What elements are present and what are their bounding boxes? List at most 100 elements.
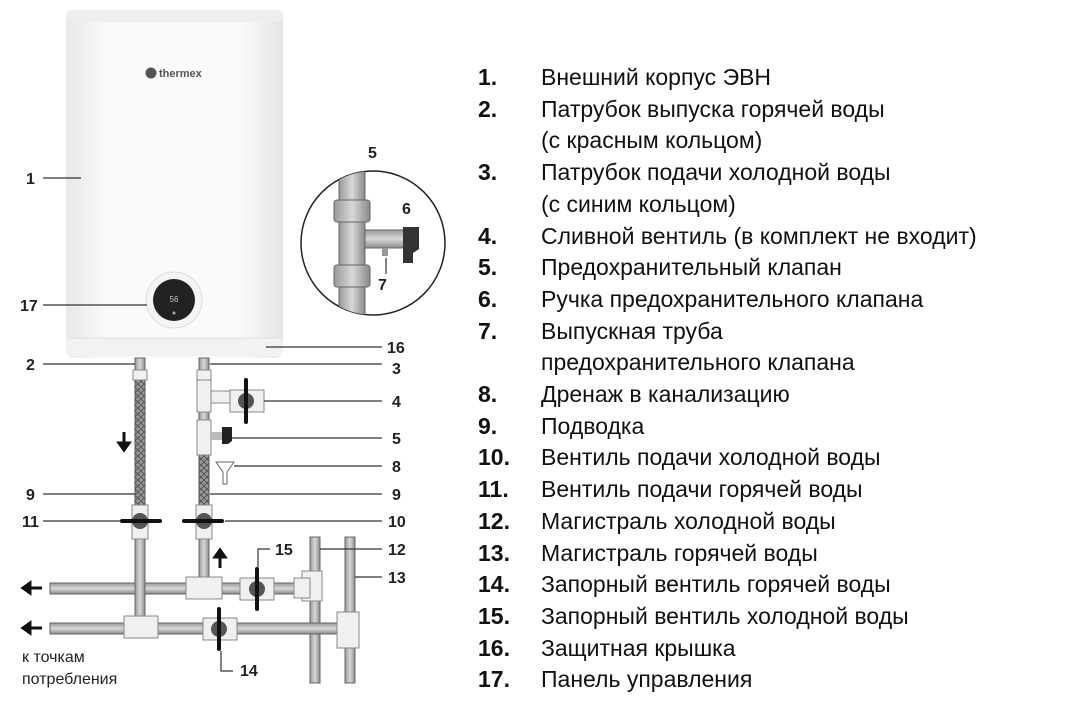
callout-15: 15 bbox=[275, 542, 293, 559]
valve-14 bbox=[202, 607, 238, 651]
legend-item: 16. Защитная крышка bbox=[478, 633, 977, 665]
callout-11: 11 bbox=[22, 514, 39, 531]
valve-handle-icon bbox=[403, 227, 419, 263]
callout-17: 17 bbox=[20, 298, 38, 315]
legend-text: Запорный вентиль холодной воды bbox=[541, 602, 909, 629]
legend-item: 13.Магистраль горячей воды bbox=[478, 538, 977, 570]
legend-text: предохранительного клапана bbox=[541, 349, 855, 376]
legend-text: Защитная крышка bbox=[541, 634, 736, 661]
legend-number: 13. bbox=[478, 539, 510, 566]
valve-11 bbox=[120, 504, 162, 540]
callout-14: 14 bbox=[240, 663, 258, 680]
legend-text: Вентиль подачи горячей воды bbox=[541, 476, 863, 503]
legend-number: 5. bbox=[478, 254, 498, 281]
legend-number bbox=[478, 189, 541, 221]
legend-number bbox=[478, 347, 541, 379]
legend-item: 8. Дренаж в канализацию bbox=[478, 379, 977, 411]
callout-7: 7 bbox=[378, 277, 387, 294]
heater-body bbox=[66, 10, 283, 358]
legend-item: 5. Предохранительный клапан bbox=[478, 252, 977, 284]
valve-10 bbox=[182, 504, 224, 540]
legend-text: Подводка bbox=[541, 412, 645, 439]
callout-5-inset: 5 bbox=[368, 145, 377, 162]
flex-hose-hot bbox=[134, 374, 146, 506]
legend-number: 17. bbox=[478, 666, 510, 693]
legend-text: Дренаж в канализацию bbox=[541, 381, 790, 408]
legend-item: 15. Запорный вентиль холодной воды bbox=[478, 601, 977, 633]
arrow-left-icon bbox=[20, 580, 42, 596]
installation-illustration: thermex 56 1 17 16 5 6 7 2 3 4 5 8 9 9 1… bbox=[20, 10, 446, 688]
legend-text: (с красным кольцом) bbox=[541, 127, 763, 154]
legend-text: Запорный вентиль горячей воды bbox=[541, 571, 891, 598]
legend-number: 10. bbox=[478, 444, 510, 471]
legend-number: 15. bbox=[478, 602, 510, 629]
consumer-note-line2: потребления bbox=[22, 671, 117, 688]
legend-item: 17. Панель управления bbox=[478, 664, 977, 696]
callout-8: 8 bbox=[392, 459, 401, 476]
arrow-down-icon bbox=[116, 432, 132, 453]
legend-text: Выпускная труба bbox=[541, 317, 723, 344]
legend-number: 2. bbox=[478, 95, 498, 122]
legend-number: 1. bbox=[478, 64, 498, 90]
legend-item: 4. Сливной вентиль (в комплект не входит) bbox=[478, 221, 977, 253]
legend-item: 9. Подводка bbox=[478, 411, 977, 443]
callout-16: 16 bbox=[387, 340, 405, 357]
legend-number: 3. bbox=[478, 159, 498, 186]
legend-number bbox=[478, 125, 541, 157]
legend-item: 1. Внешний корпус ЭВН bbox=[478, 62, 977, 94]
legend-number: 7. bbox=[478, 317, 498, 344]
display-value: 56 bbox=[170, 295, 179, 304]
legend-item: 11. Вентиль подачи горячей воды bbox=[478, 474, 977, 506]
callout-3: 3 bbox=[392, 361, 401, 378]
callout-10: 10 bbox=[388, 514, 406, 531]
safety-valve-inset bbox=[300, 170, 446, 316]
legend-text: Вентиль подачи холодной воды bbox=[541, 444, 881, 471]
legend-text: Сливной вентиль (в комплект не входит) bbox=[541, 222, 977, 249]
arrow-left-icon bbox=[20, 620, 42, 636]
legend-text: Ручка предохранительного клапана bbox=[541, 285, 924, 312]
legend-text: Патрубок подачи холодной воды bbox=[541, 159, 891, 186]
cold-main-pipe bbox=[309, 536, 321, 684]
drain-funnel-icon bbox=[215, 461, 235, 485]
legend-number: 11. bbox=[478, 476, 509, 503]
legend-text: Панель управления bbox=[541, 666, 753, 693]
legend-number: 9. bbox=[478, 412, 498, 439]
legend-item: 6. Ручка предохранительного клапана bbox=[478, 284, 977, 316]
svg-text:thermex: thermex bbox=[159, 68, 203, 80]
callout-4: 4 bbox=[392, 394, 401, 411]
legend-list: 1. Внешний корпус ЭВН 2. Патрубок выпуска г… bbox=[478, 62, 977, 696]
legend-item: 7. Выпускная труба bbox=[478, 316, 977, 348]
callout-5: 5 bbox=[392, 431, 401, 448]
legend-item: 3. Патрубок подачи холодной воды bbox=[478, 157, 977, 189]
legend-text: Внешний корпус ЭВН bbox=[541, 64, 772, 90]
callout-6: 6 bbox=[402, 201, 411, 218]
legend-item: 14.Запорный вентиль горячей воды bbox=[478, 569, 977, 601]
valve-15 bbox=[239, 567, 275, 611]
callout-9-right: 9 bbox=[392, 487, 401, 504]
control-panel: 56 bbox=[145, 271, 203, 329]
legend-item: 2. Патрубок выпуска горячей воды bbox=[478, 94, 977, 126]
thermex-logo: thermex bbox=[145, 67, 203, 80]
legend-item: предохранительного клапана bbox=[478, 347, 977, 379]
legend-text: Предохранительный клапан bbox=[541, 254, 842, 281]
callout-13: 13 bbox=[388, 570, 406, 587]
callout-9-left: 9 bbox=[26, 487, 35, 504]
legend-text: Магистраль холодной воды bbox=[541, 507, 836, 534]
flex-hose-cold bbox=[198, 454, 210, 506]
callout-2: 2 bbox=[26, 357, 35, 374]
legend-number: 16. bbox=[478, 634, 510, 661]
legend-item: (с красным кольцом) bbox=[478, 125, 977, 157]
legend-number: 8. bbox=[478, 381, 498, 408]
legend-text: (с синим кольцом) bbox=[541, 190, 736, 217]
callout-12: 12 bbox=[388, 542, 406, 559]
legend-number: 12. bbox=[478, 507, 510, 534]
arrow-up-icon bbox=[212, 547, 228, 568]
consumer-note-line1: к точкам bbox=[22, 649, 85, 666]
legend-item: 10. Вентиль подачи холодной воды bbox=[478, 442, 977, 474]
hot-main-pipe bbox=[344, 536, 356, 684]
legend-number: 6. bbox=[478, 285, 498, 312]
legend-text: Патрубок выпуска горячей воды bbox=[541, 95, 885, 122]
legend-number: 4. bbox=[478, 222, 498, 249]
callout-1: 1 bbox=[26, 171, 35, 188]
